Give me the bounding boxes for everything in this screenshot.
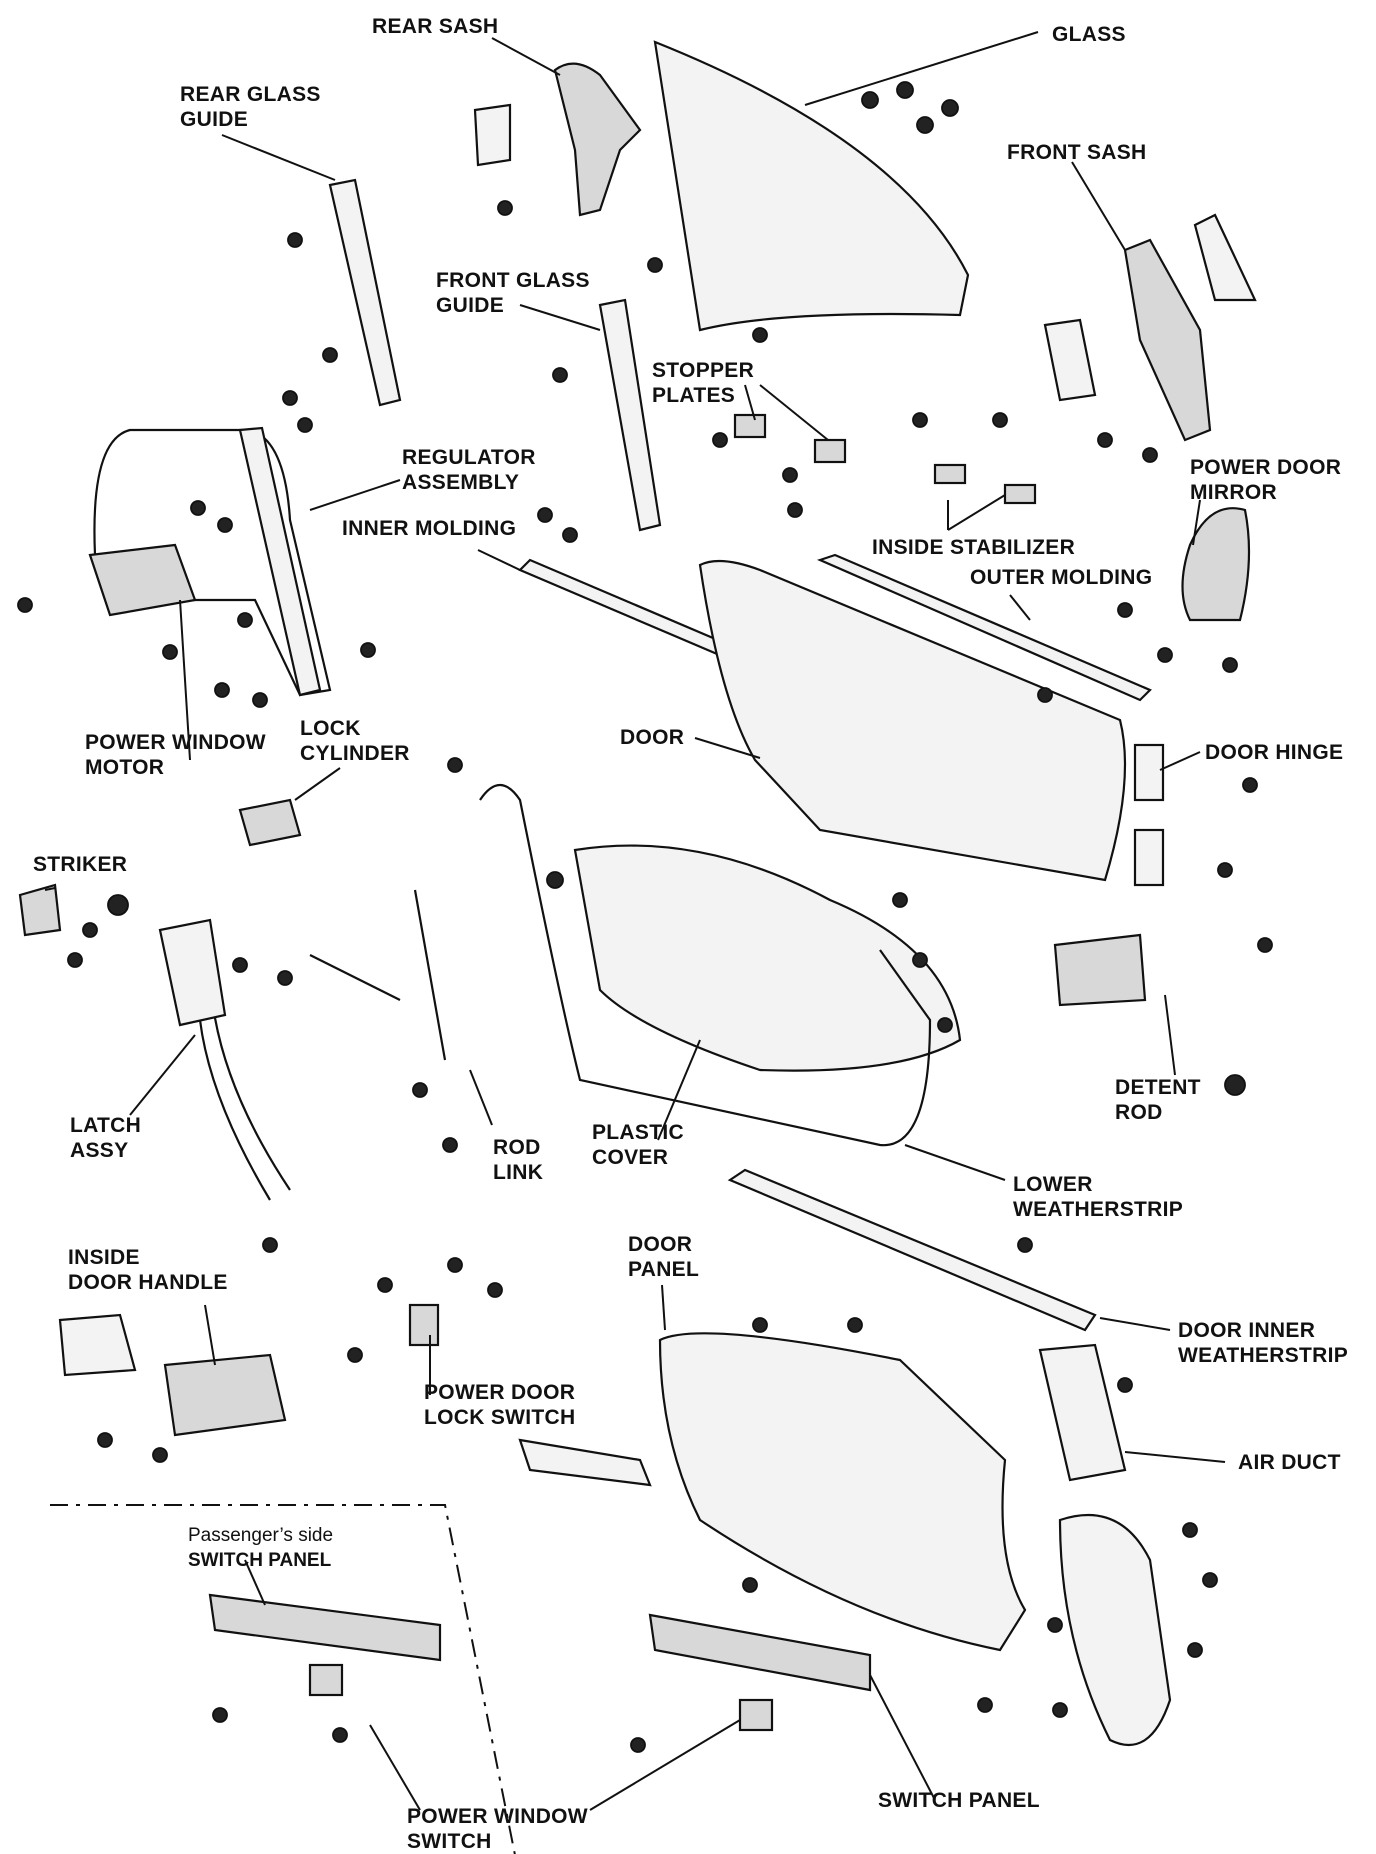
rear-sash-part xyxy=(553,62,642,217)
rear-sash-bracket xyxy=(473,103,512,167)
label-rear-glass-guide: REAR GLASS GUIDE xyxy=(180,83,321,131)
door-pull-part xyxy=(518,1438,652,1487)
front-sash-triangle xyxy=(1193,213,1257,302)
label-plastic-cover: PLASTIC COVER xyxy=(592,1121,684,1169)
label-door-inner-weatherstrip: DOOR INNER WEATHERSTRIP xyxy=(1178,1319,1349,1367)
label-front-sash: FRONT SASH xyxy=(1007,141,1147,164)
label-glass: GLASS xyxy=(1052,23,1126,46)
passenger-switch-panel-part xyxy=(208,1593,442,1662)
inside-stabilizer-2 xyxy=(1003,483,1037,505)
latch-assy-part xyxy=(158,918,227,1027)
label-door-hinge: DOOR HINGE xyxy=(1205,741,1344,764)
label-power-door-lock-switch: POWER DOOR LOCK SWITCH xyxy=(424,1381,576,1429)
label-power-window-motor: POWER WINDOW MOTOR xyxy=(85,731,266,779)
front-glass-guide-part xyxy=(598,298,662,532)
label-passenger-switch-panel: Passenger’s side SWITCH PANEL xyxy=(188,1525,334,1571)
label-regulator-assembly: REGULATOR ASSEMBLY xyxy=(402,446,536,494)
power-door-mirror-part xyxy=(1181,507,1251,622)
door-part xyxy=(698,559,1127,882)
latch-cables xyxy=(198,1017,291,1201)
lock-cylinder-part xyxy=(238,798,302,847)
rod-link-part xyxy=(309,889,447,1061)
detent-rod-part xyxy=(1053,933,1147,1007)
power-window-switch-part-2 xyxy=(738,1698,774,1732)
label-stopper-plates: STOPPER PLATES xyxy=(652,359,755,407)
label-switch-panel: SWITCH PANEL xyxy=(878,1789,1040,1812)
label-door: DOOR xyxy=(620,726,685,749)
leader-lines xyxy=(44,31,1226,1811)
front-sash-part xyxy=(1123,238,1212,442)
label-inside-door-handle: INSIDE DOOR HANDLE xyxy=(68,1246,228,1294)
regulator-rail xyxy=(238,426,322,697)
label-air-duct: AIR DUCT xyxy=(1238,1451,1341,1474)
stopper-plate-1 xyxy=(733,413,767,439)
striker-part xyxy=(18,883,62,937)
power-window-switch-part-1 xyxy=(308,1663,344,1697)
glass-part xyxy=(653,40,970,332)
fasteners xyxy=(17,81,1273,1753)
passenger-section-divider xyxy=(50,1504,516,1854)
door-panel-part xyxy=(658,1332,1027,1652)
stopper-plate-2 xyxy=(813,438,847,464)
label-power-door-mirror: POWER DOOR MIRROR xyxy=(1190,456,1342,504)
inside-door-handle-part xyxy=(163,1353,287,1437)
front-sash-cover xyxy=(1043,318,1097,402)
label-inside-stabilizer: INSIDE STABILIZER xyxy=(872,536,1076,559)
label-detent-rod: DETENT ROD xyxy=(1115,1076,1201,1124)
armrest-part xyxy=(1058,1513,1172,1746)
power-window-motor-part xyxy=(88,543,197,617)
air-duct-part xyxy=(1038,1343,1127,1482)
label-lower-weatherstrip: LOWER WEATHERSTRIP xyxy=(1013,1173,1184,1221)
label-lock-cylinder: LOCK CYLINDER xyxy=(300,717,410,765)
label-front-glass-guide: FRONT GLASS GUIDE xyxy=(436,269,590,317)
label-latch-assy: LATCH ASSY xyxy=(70,1114,142,1162)
rear-glass-guide-part xyxy=(328,178,402,407)
label-inner-molding: INNER MOLDING xyxy=(342,517,517,540)
outer-molding-part xyxy=(816,553,1152,702)
inside-door-handle-bezel xyxy=(58,1313,137,1377)
plastic-cover-part xyxy=(573,844,962,1072)
door-inner-weatherstrip-part xyxy=(727,1168,1097,1332)
switch-panel-part xyxy=(648,1613,872,1692)
inside-stabilizer-1 xyxy=(933,463,967,485)
label-rear-sash: REAR SASH xyxy=(372,15,499,38)
lower-weatherstrip-part xyxy=(479,783,932,1147)
door-hinge-lower xyxy=(1133,828,1165,887)
label-door-panel: DOOR PANEL xyxy=(628,1233,700,1281)
label-outer-molding: OUTER MOLDING xyxy=(970,566,1153,589)
door-hinge-upper xyxy=(1133,743,1165,802)
label-striker: STRIKER xyxy=(33,853,128,876)
label-power-window-switch: POWER WINDOW SWITCH xyxy=(407,1805,588,1853)
label-rod-link: ROD LINK xyxy=(493,1136,544,1184)
power-door-lock-switch-part xyxy=(408,1303,440,1347)
